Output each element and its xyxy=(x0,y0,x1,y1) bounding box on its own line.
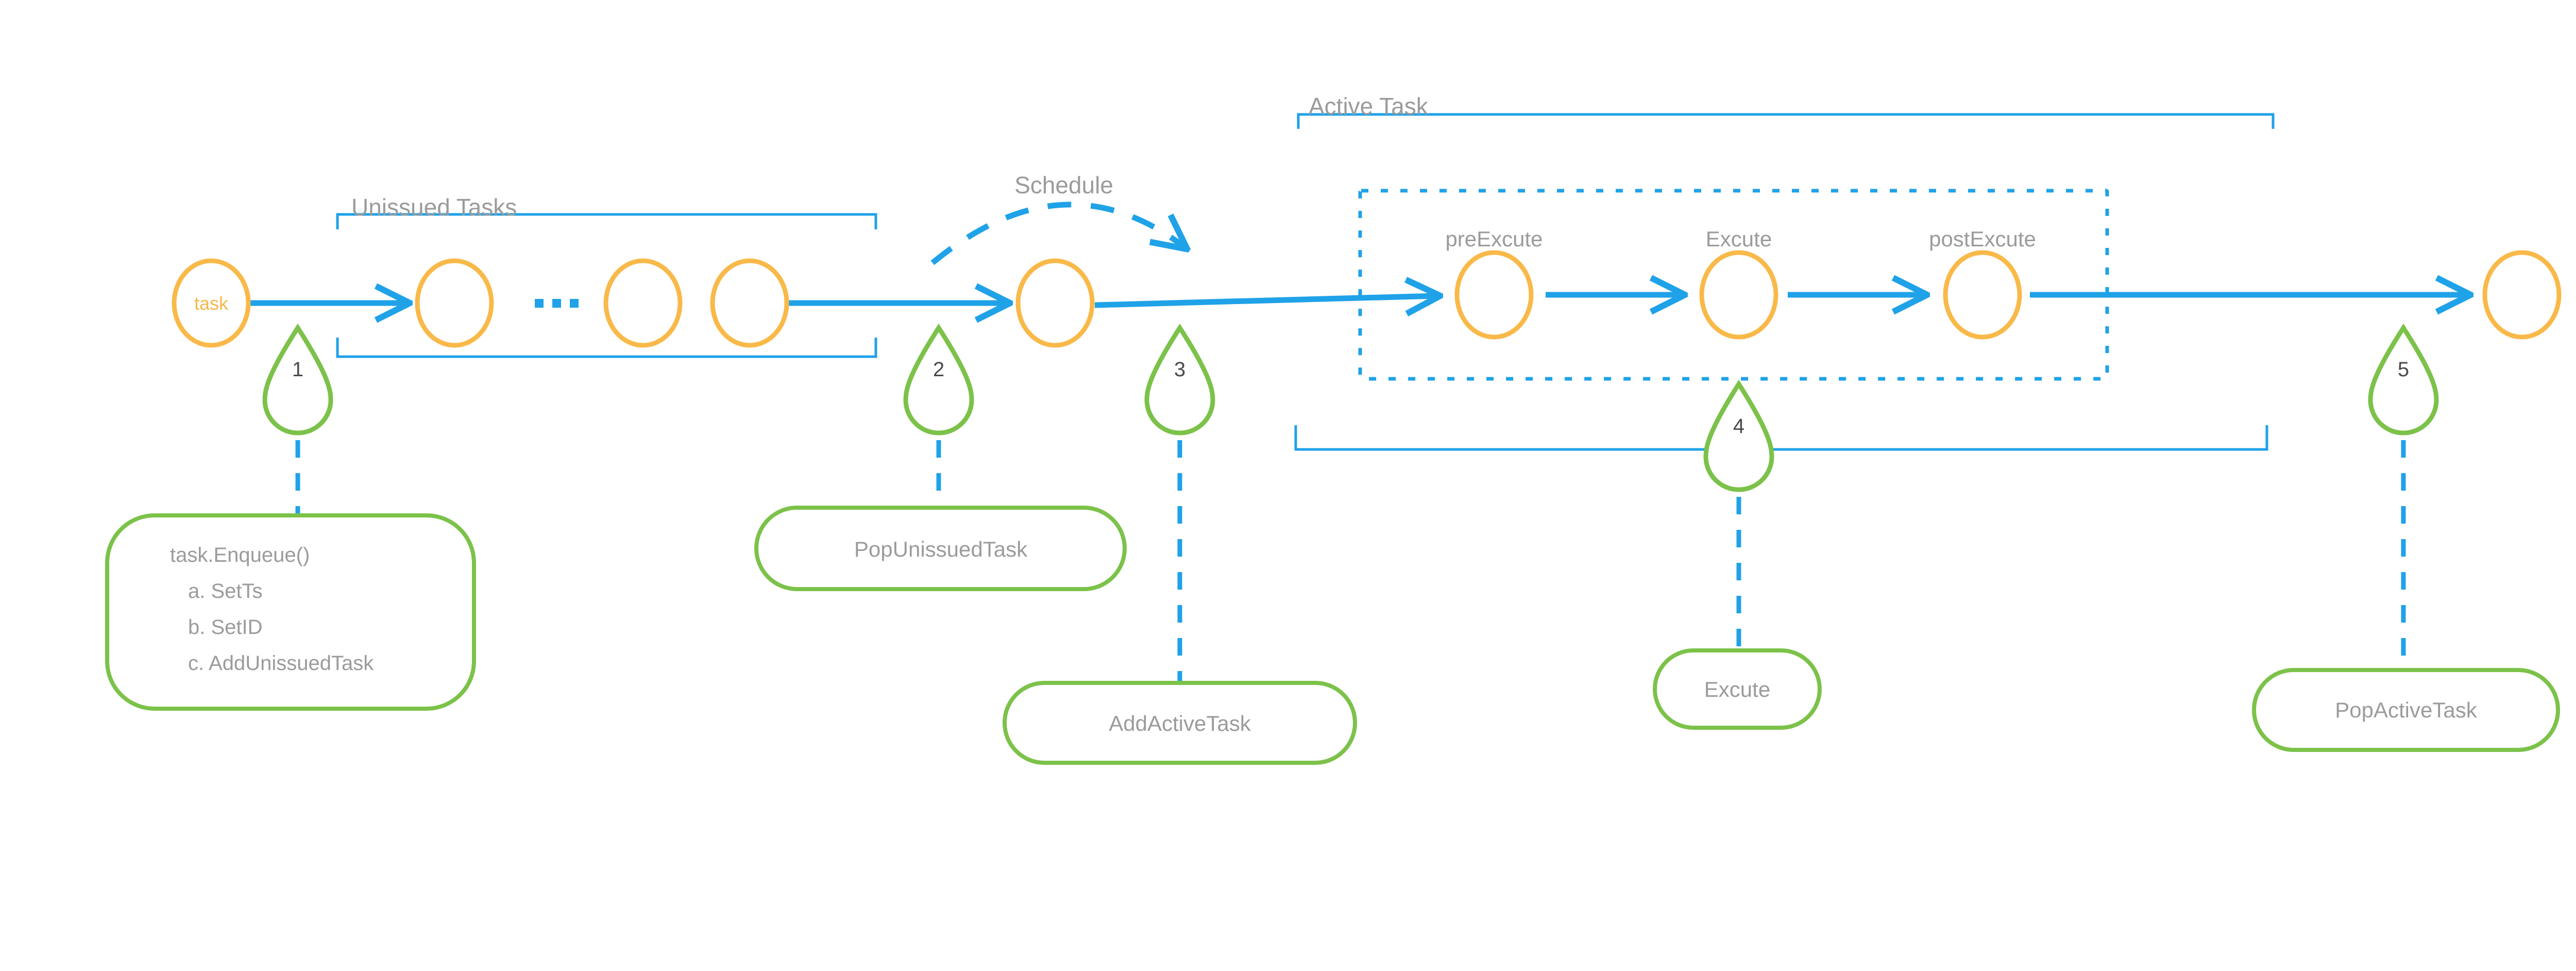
callout-excute-group: Excute xyxy=(1653,648,1822,730)
flow-arrow-scheduled-to-pre xyxy=(1094,296,1437,305)
stage-label-post-excute: postExcute xyxy=(1929,227,2036,251)
node-pre-excute[interactable] xyxy=(1454,250,1534,340)
unissued-tasks-bracket-top xyxy=(336,213,877,229)
node-queued-2[interactable] xyxy=(603,258,683,348)
callout-enqueue-line-1: a. SetTs xyxy=(188,580,263,602)
callout-add-active-box[interactable] xyxy=(1003,681,1357,765)
active-task-bracket-bottom xyxy=(1294,425,2268,451)
marker-5-pin[interactable] xyxy=(2368,323,2439,436)
execute-stages-dotted-box xyxy=(1358,189,2109,381)
marker-4-number: 4 xyxy=(1733,415,1744,438)
callout-add-active-group: AddActiveTask xyxy=(1003,681,1357,765)
marker-2-group: 2 xyxy=(903,323,974,508)
node-post-excute[interactable] xyxy=(1943,250,2022,340)
schedule-arc-group: Schedule xyxy=(930,172,1185,265)
callout-pop-unissued-label: PopUnissuedTask xyxy=(854,537,1028,561)
callout-enqueue-group: task.Enqueue() a. SetTs b. SetID c. AddU… xyxy=(105,513,476,711)
main-flow-line xyxy=(246,295,2468,305)
callout-enqueue-line-2: b. SetID xyxy=(188,616,263,639)
callout-pop-active-label: PopActiveTask xyxy=(2335,698,2477,722)
callout-pop-active-box[interactable] xyxy=(2252,668,2560,752)
active-task-bracket-top xyxy=(1297,113,2275,129)
marker-1-pin[interactable] xyxy=(262,323,333,436)
unissued-tasks-label: Unissued Tasks xyxy=(351,194,517,221)
node-scheduled[interactable] xyxy=(1015,258,1095,348)
node-excute[interactable] xyxy=(1699,250,1778,340)
stage-labels: preExcute Excute postExcute xyxy=(1445,227,2036,251)
marker-5-group: 5 xyxy=(2368,323,2439,670)
callout-enqueue-line-3: c. AddUnissuedTask xyxy=(188,652,374,675)
marker-4-group: 4 xyxy=(1703,379,1774,650)
stage-label-excute: Excute xyxy=(1706,227,1772,251)
marker-3-pin[interactable] xyxy=(1144,323,1215,436)
unissued-tasks-bracket-group: Unissued Tasks xyxy=(336,194,877,358)
marker-5-number: 5 xyxy=(2398,358,2409,381)
schedule-label: Schedule xyxy=(1014,172,1113,198)
node-queued-1[interactable] xyxy=(415,258,494,348)
active-task-label: Active Task xyxy=(1309,93,1429,120)
callout-add-active-label: AddActiveTask xyxy=(1109,711,1251,735)
callout-pop-unissued-box[interactable] xyxy=(754,506,1127,591)
flow-nodes: task xyxy=(172,250,2562,348)
marker-2-pin[interactable] xyxy=(903,323,974,436)
callout-enqueue-line-0: task.Enqueue() xyxy=(170,544,310,566)
marker-3-group: 3 xyxy=(1144,323,1215,683)
queue-ellipsis xyxy=(535,299,579,308)
callout-pop-active-group: PopActiveTask xyxy=(2252,668,2560,752)
unissued-tasks-bracket-bottom xyxy=(336,338,877,358)
node-task[interactable] xyxy=(172,258,251,348)
callout-excute-label: Excute xyxy=(1704,677,1770,701)
marker-2-number: 2 xyxy=(933,358,944,381)
node-done[interactable] xyxy=(2482,250,2562,340)
schedule-dashed-arrow xyxy=(930,202,1185,265)
node-queued-3[interactable] xyxy=(710,258,789,348)
marker-1-group: 1 xyxy=(262,323,333,515)
stage-label-pre-excute: preExcute xyxy=(1445,227,1543,251)
active-task-bracket-group: Active Task xyxy=(1294,93,2275,451)
callout-pop-unissued-group: PopUnissuedTask xyxy=(754,506,1127,591)
callout-enqueue-box[interactable] xyxy=(105,513,476,711)
marker-3-number: 3 xyxy=(1174,358,1185,381)
node-task-label: task xyxy=(194,293,229,314)
marker-4-pin[interactable] xyxy=(1703,379,1774,492)
marker-1-number: 1 xyxy=(292,358,303,381)
callout-excute-box[interactable] xyxy=(1653,648,1822,730)
